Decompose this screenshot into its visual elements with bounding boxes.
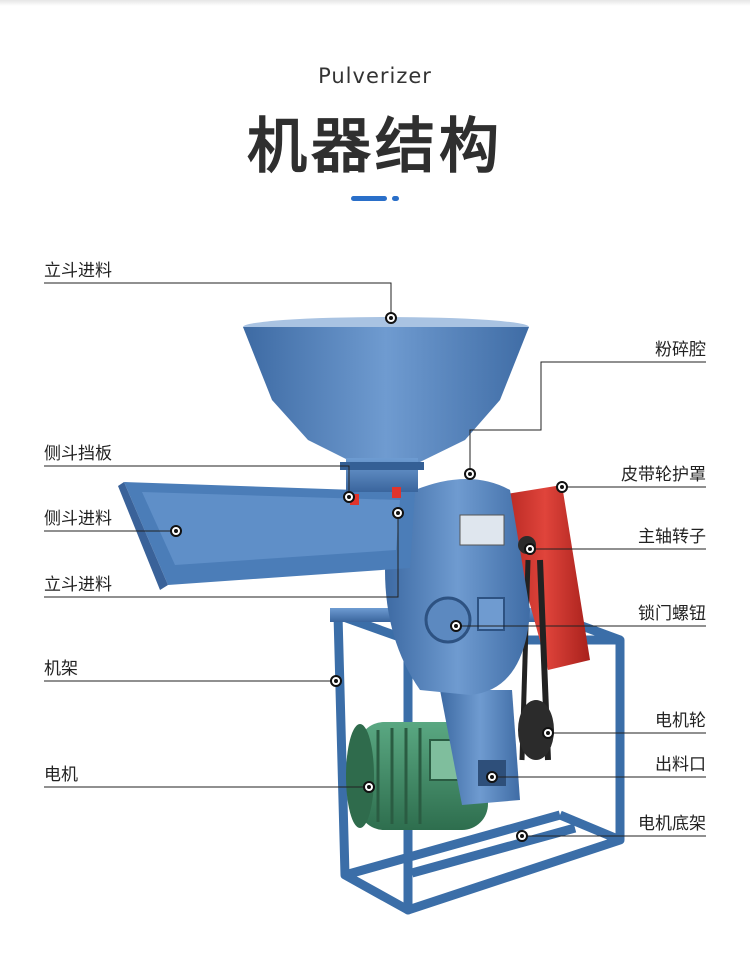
label-door-lock-knob: 锁门螺钮 (638, 604, 706, 624)
label-vertical-hopper-feed-2: 立斗进料 (44, 575, 112, 595)
belt-guard (500, 485, 590, 670)
label-main-shaft-rotor: 主轴转子 (638, 527, 706, 547)
label-machine-frame: 机架 (44, 659, 78, 679)
title-accent-dot (392, 196, 399, 201)
top-shadow (0, 0, 750, 6)
label-side-hopper-feed: 侧斗进料 (44, 509, 112, 529)
label-side-hopper-baffle: 侧斗挡板 (44, 444, 112, 464)
label-discharge-outlet: 出料口 (655, 755, 706, 775)
label-motor-base: 电机底架 (638, 814, 706, 834)
label-belt-pulley-guard: 皮带轮护罩 (621, 465, 706, 485)
page-title: 机器结构 (247, 112, 503, 182)
leader-lines (44, 282, 706, 837)
label-vertical-hopper-feed: 立斗进料 (44, 261, 112, 281)
motor-pulley (518, 700, 554, 760)
label-crushing-chamber: 粉碎腔 (655, 340, 706, 360)
label-motor: 电机 (44, 765, 78, 785)
label-motor-pulley: 电机轮 (655, 711, 706, 731)
page-subtitle: Pulverizer (318, 64, 432, 88)
title-accent-bar (351, 196, 387, 201)
vertical-hopper (243, 317, 529, 492)
